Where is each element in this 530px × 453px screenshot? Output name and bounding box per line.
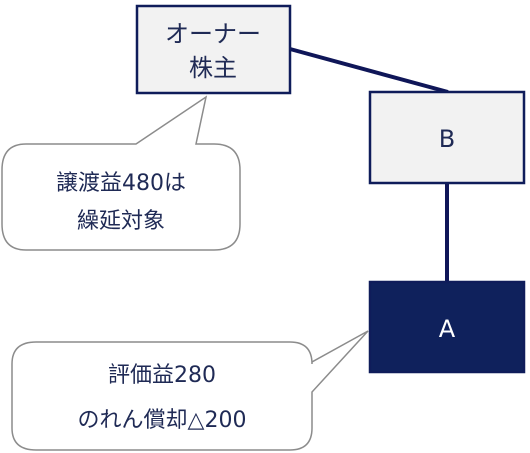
callout-owner-line2: 繰延対象: [77, 209, 165, 234]
node-owner: [135, 4, 292, 95]
node-b: [368, 90, 526, 185]
callout-a-line1: 評価益280: [108, 363, 216, 388]
callout-owner-note: [1, 95, 241, 251]
callout-a-line2: のれん償却△200: [78, 408, 247, 433]
node-b-label: B: [439, 125, 455, 153]
node-owner-line1: オーナー: [165, 20, 261, 48]
node-owner-line2: 株主: [189, 54, 237, 82]
node-a-label: A: [439, 315, 456, 343]
connector-owner-b: [289, 47, 449, 94]
callout-a-note: [11, 330, 369, 451]
node-a: [368, 280, 526, 374]
callout-owner-line1: 譲渡益480は: [56, 171, 186, 196]
